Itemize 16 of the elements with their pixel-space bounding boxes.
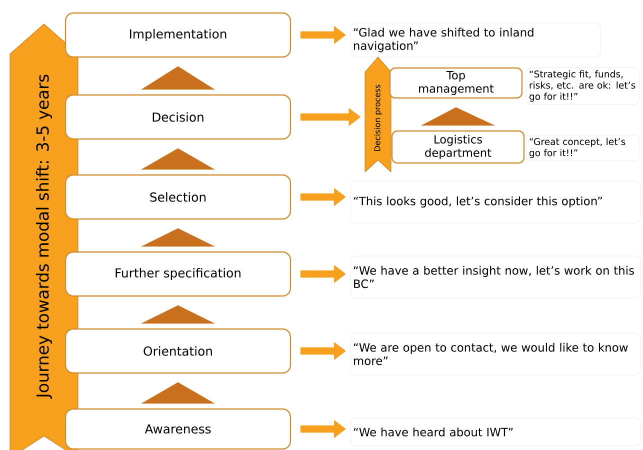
stage-box: Orientation: [64, 328, 292, 374]
quote-text: “We have a better insight now, let’s work on this BC”: [350, 256, 641, 298]
decision-process-band: Decision process: [364, 56, 392, 173]
stage-box: Decision: [64, 94, 292, 140]
quote-text: “This looks good, let’s consider this option”: [350, 180, 641, 224]
quote-text: “We are open to contact, we would like to know more”: [350, 332, 641, 376]
stage-box: Awareness: [64, 408, 292, 450]
quote-text: “Glad we have shifted to inland navigation”: [350, 22, 601, 58]
role-box: Logistics department: [391, 130, 525, 164]
stage-box: Further specification: [64, 251, 292, 297]
quote-text: “Strategic fit, funds, risks, etc. are ok: let’s go for it!!”: [526, 67, 640, 105]
role-box: Top management: [389, 67, 523, 99]
stage-box: Selection: [64, 174, 292, 220]
stage-box: Implementation: [64, 12, 292, 58]
quote-text: “We have heard about IWT”: [350, 418, 641, 446]
quote-text: “Great concept, let’s go for it!!”: [526, 134, 640, 162]
